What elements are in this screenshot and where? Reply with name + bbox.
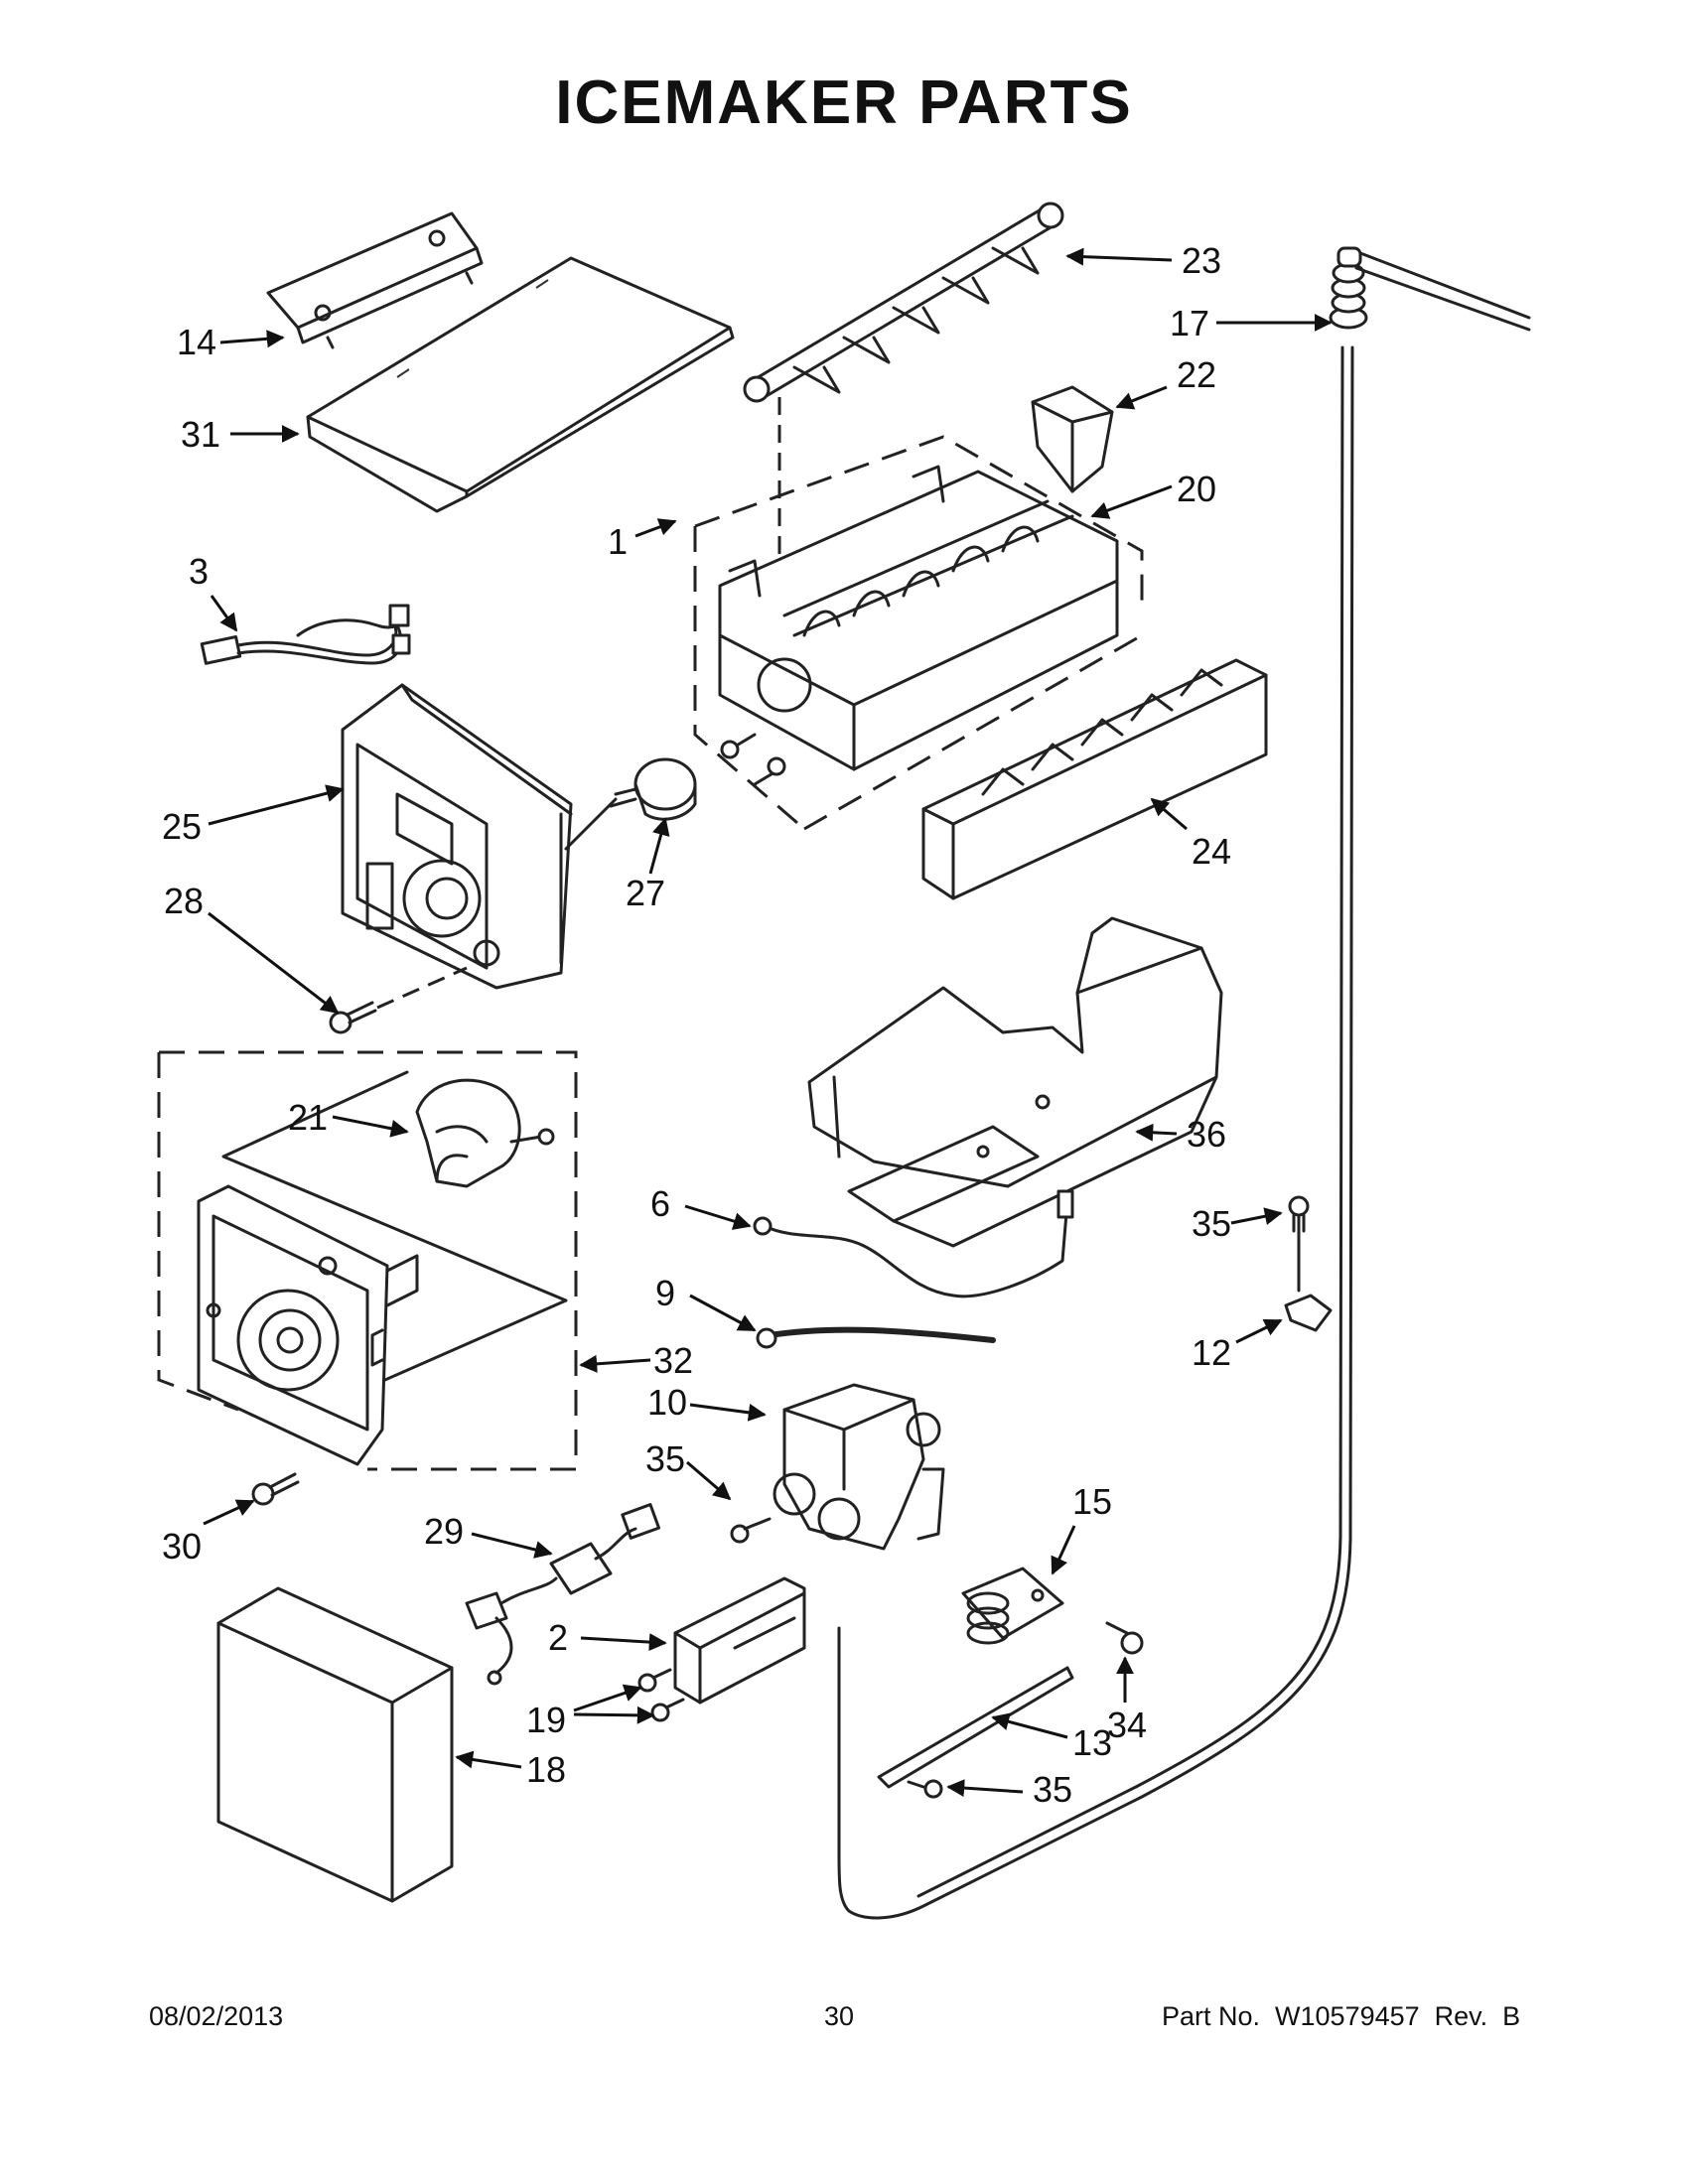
part-21-motor bbox=[415, 1078, 555, 1188]
part-32-assembly-box bbox=[157, 1050, 578, 1471]
footer-date: 08/02/2013 bbox=[149, 2001, 284, 2031]
callout-20: 20 bbox=[1177, 469, 1216, 509]
part-12-clamp bbox=[1284, 1195, 1333, 1332]
part-9-hose bbox=[756, 1326, 996, 1349]
callout-labels: 14 31 3 25 28 21 32 30 29 2 19 18 1 23 2… bbox=[162, 240, 1231, 1810]
part-18-cover-box bbox=[216, 1586, 454, 1903]
footer-page-number: 30 bbox=[824, 2001, 855, 2031]
callout-35-right: 35 bbox=[1192, 1203, 1231, 1244]
callout-21: 21 bbox=[288, 1097, 328, 1138]
callout-12: 12 bbox=[1192, 1332, 1231, 1373]
part-36-shield bbox=[807, 916, 1223, 1248]
callout-2: 2 bbox=[548, 1617, 568, 1658]
part-14-bracket bbox=[266, 211, 484, 349]
callout-18: 18 bbox=[526, 1749, 566, 1790]
part-3-wire-harness bbox=[200, 604, 411, 665]
part-24-stripper bbox=[921, 658, 1268, 900]
part-6-fill-tube bbox=[753, 1189, 1074, 1298]
part-10-water-valve bbox=[773, 1383, 945, 1551]
callout-35-bottom: 35 bbox=[1033, 1769, 1072, 1810]
callout-13: 13 bbox=[1072, 1722, 1112, 1763]
part-15-heater bbox=[961, 1567, 1064, 1645]
callout-14: 14 bbox=[177, 322, 216, 362]
part-13-strip bbox=[877, 1666, 1074, 1799]
part-32-module bbox=[197, 1184, 419, 1466]
part-31-cover bbox=[306, 256, 735, 513]
callout-23: 23 bbox=[1182, 240, 1221, 281]
callout-32: 32 bbox=[653, 1340, 693, 1381]
callout-15: 15 bbox=[1072, 1481, 1112, 1522]
callout-3: 3 bbox=[189, 551, 209, 592]
callout-25: 25 bbox=[162, 806, 202, 847]
part-20-ice-mold bbox=[693, 435, 1144, 831]
callout-30: 30 bbox=[162, 1526, 202, 1567]
page-title: ICEMAKER PARTS bbox=[555, 68, 1133, 137]
part-25-housing bbox=[341, 683, 573, 990]
part-35-screw-a bbox=[730, 1517, 772, 1544]
part-28-screw bbox=[329, 966, 468, 1034]
part-2-bracket bbox=[673, 1576, 806, 1705]
part-30-screw bbox=[251, 1472, 300, 1506]
part-22-fill-cup bbox=[1031, 385, 1114, 493]
callout-36: 36 bbox=[1187, 1114, 1226, 1155]
callout-19: 19 bbox=[526, 1700, 566, 1740]
footer-part-number: Part No. W10579457 Rev. B bbox=[1162, 2001, 1521, 2031]
leader-lines bbox=[203, 247, 1333, 1798]
callout-10: 10 bbox=[647, 1382, 687, 1423]
callout-34: 34 bbox=[1107, 1705, 1147, 1745]
part-17-water-line bbox=[837, 246, 1531, 1920]
part-29-wire bbox=[465, 1503, 661, 1686]
callout-31: 31 bbox=[181, 414, 220, 455]
callout-9: 9 bbox=[655, 1273, 675, 1313]
part-27-thermostat bbox=[564, 757, 697, 851]
callout-28: 28 bbox=[164, 881, 204, 921]
callout-24: 24 bbox=[1192, 831, 1231, 872]
callout-17: 17 bbox=[1170, 303, 1209, 343]
part-34-screw bbox=[1105, 1621, 1144, 1655]
callout-29: 29 bbox=[424, 1511, 464, 1552]
callout-22: 22 bbox=[1177, 354, 1216, 395]
callout-27: 27 bbox=[626, 873, 665, 913]
callout-1: 1 bbox=[608, 521, 628, 562]
callout-35-center: 35 bbox=[645, 1438, 685, 1479]
callout-6: 6 bbox=[650, 1183, 670, 1224]
part-23-ejector bbox=[743, 202, 1064, 556]
